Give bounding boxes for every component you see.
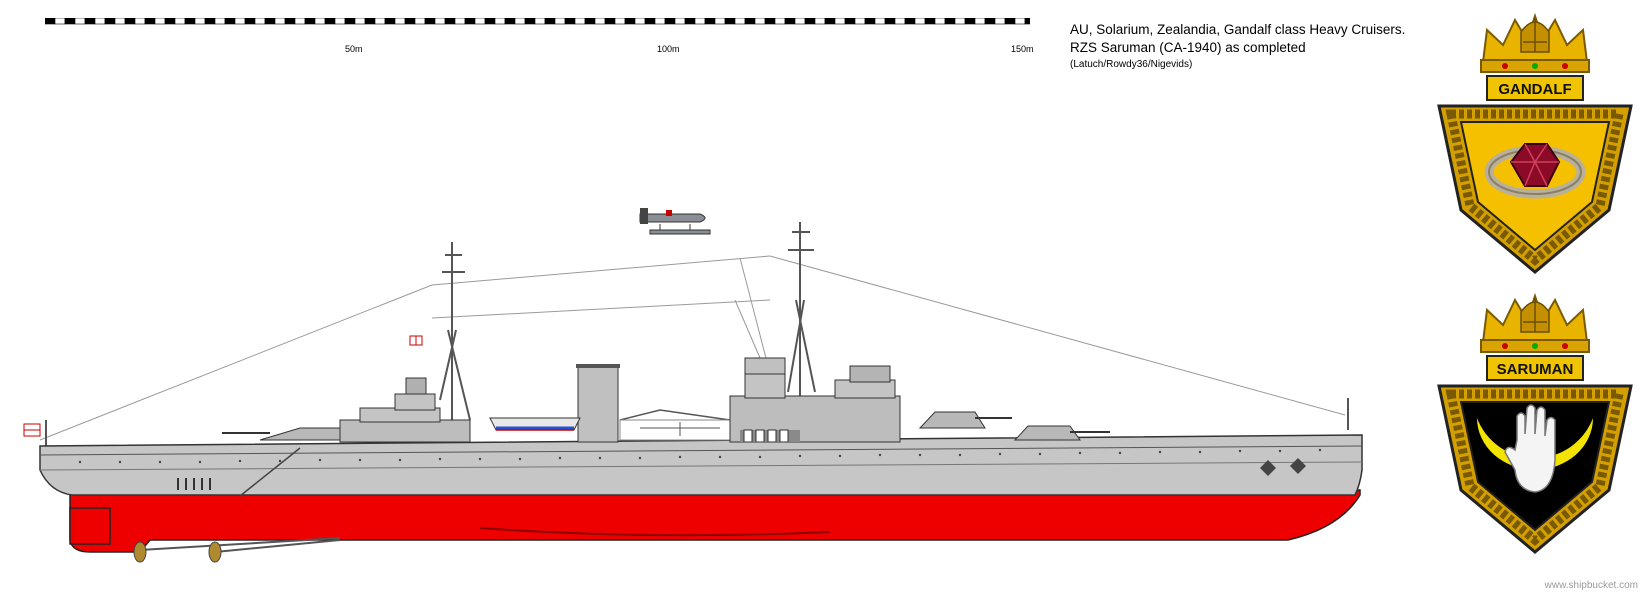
boat-icon: [489, 417, 581, 431]
anchor-icon: [1260, 458, 1306, 476]
forward-turret-b: [918, 411, 1012, 429]
name-banner: [1486, 75, 1584, 101]
aft-turret: [222, 427, 352, 441]
draft-marks: [177, 478, 211, 490]
scale-label-150m: 150m: [1011, 44, 1034, 54]
rope-border: [1445, 389, 1625, 546]
ship-title: RZS Saruman (CA-1940) as completed: [1070, 40, 1306, 55]
ship-profile: [23, 208, 1363, 563]
watermark: www.shipbucket.com: [1544, 580, 1638, 591]
crescent-icon: [1477, 418, 1593, 470]
scale-label-50m: 50m: [345, 44, 363, 54]
scale-label-100m: 100m: [657, 44, 680, 54]
class-title: AU, Solarium, Zealandia, Gandalf class H…: [1070, 22, 1406, 37]
seaplane-icon: [639, 208, 711, 235]
bow-crease: [239, 447, 301, 497]
aft-funnel: [577, 365, 619, 443]
gandalf-name: GANDALF: [1498, 81, 1571, 98]
rope-border: [1445, 109, 1625, 266]
gandalf-crest: GANDALF: [1437, 12, 1633, 274]
scale-segment: [1024, 18, 1030, 25]
propeller-shafts: [133, 537, 341, 563]
portholes: [78, 448, 1322, 464]
ring-icon: [1484, 143, 1586, 199]
rudder: [69, 507, 111, 545]
crown-icon: [1480, 292, 1590, 353]
saruman-name: SARUMAN: [1497, 361, 1574, 378]
bilge-keel: [479, 527, 831, 537]
white-hand-icon: [1504, 404, 1556, 493]
hull: [39, 434, 1363, 496]
saruman-crest: SARUMAN: [1437, 292, 1633, 554]
forward-superstructure: [729, 365, 901, 443]
aft-superstructure: [339, 377, 471, 443]
forward-turret-a: [1013, 425, 1110, 441]
crown-icon: [1480, 12, 1590, 73]
hull-strake: [39, 461, 1363, 471]
underwater-hull: [69, 489, 1361, 553]
rigging: [39, 255, 1346, 441]
forward-funnel: [744, 357, 786, 375]
scale-bar: 50m 100m 150m: [45, 18, 1034, 54]
masts: [45, 222, 1349, 450]
credits: (Latuch/Rowdy36/Nigevids): [1070, 59, 1193, 70]
scale-bar-ruler: [45, 18, 1030, 25]
deck-line: [39, 445, 1363, 456]
catapult: [619, 409, 731, 441]
name-banner: [1486, 355, 1584, 381]
